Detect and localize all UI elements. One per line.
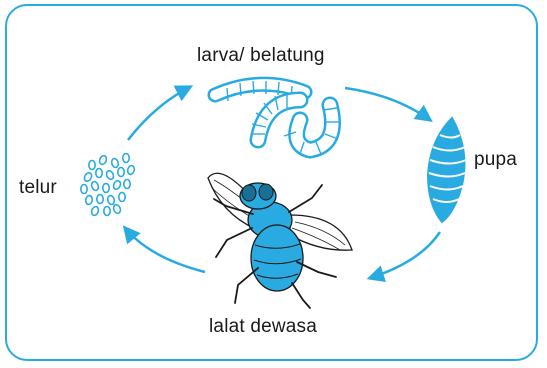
egg-label: telur [19, 177, 57, 199]
adult-fly-illustration [208, 173, 352, 308]
larva-label: larva/ belatung [197, 45, 325, 67]
pupa-label: pupa [474, 149, 517, 171]
arrow-larva-to-pupa [345, 88, 430, 120]
arrow-egg-to-larva [128, 87, 190, 140]
pupa-illustration [428, 118, 466, 222]
egg-cluster-illustration [81, 154, 135, 217]
arrow-adult-to-egg [125, 228, 205, 272]
larva-illustration [215, 81, 340, 154]
adult-label: lalat dewasa [209, 316, 317, 338]
arrow-pupa-to-adult [370, 232, 440, 278]
